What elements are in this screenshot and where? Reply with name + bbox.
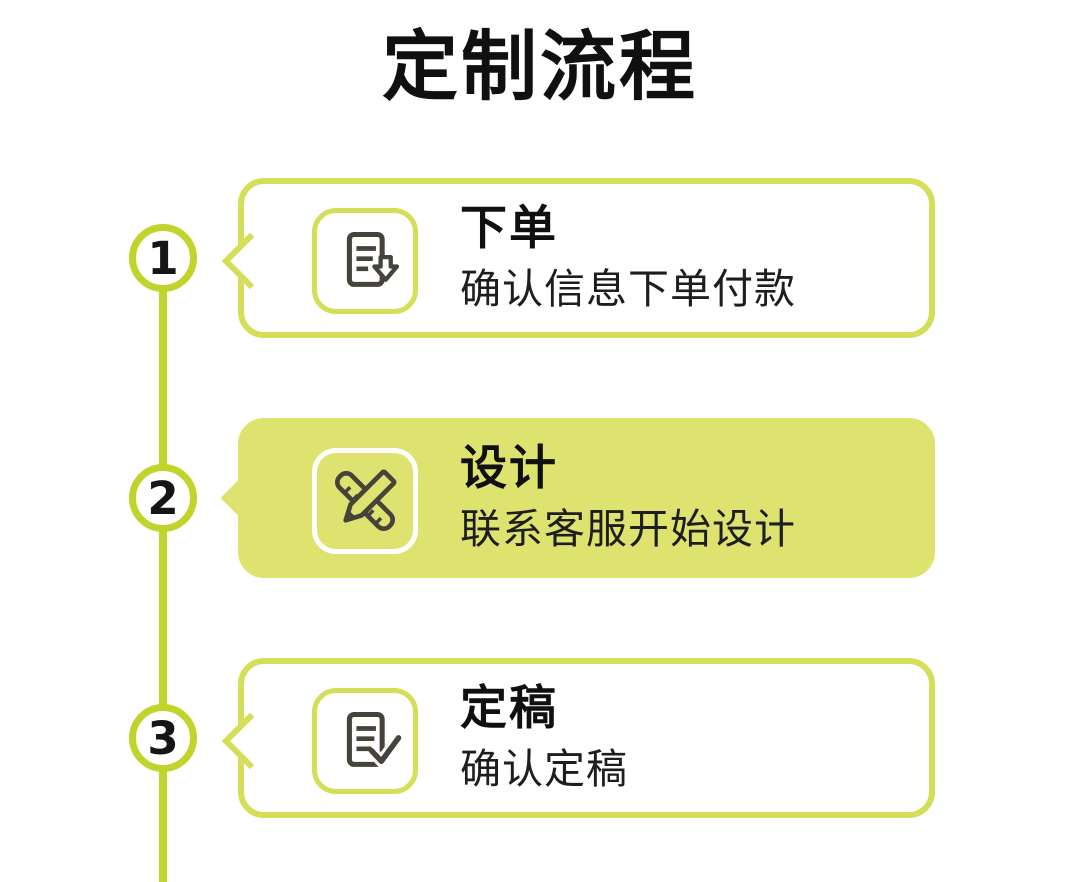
step-number: 2 (147, 471, 179, 525)
pencil-ruler-icon (312, 448, 418, 554)
card-title: 定稿 (460, 681, 558, 734)
card-subtitle: 确认定稿 (460, 746, 628, 793)
timeline-line (159, 258, 167, 882)
card-notch (221, 232, 279, 290)
step-card: 下单 确认信息下单付款 (221, 178, 935, 338)
step-number: 3 (147, 711, 179, 765)
card-texts: 下单 确认信息下单付款 (460, 203, 796, 311)
card-title: 下单 (460, 201, 558, 254)
card-texts: 定稿 确认定稿 (460, 683, 628, 791)
card-title: 设计 (460, 441, 558, 494)
document-check-icon (312, 688, 418, 794)
card-texts: 设计 联系客服开始设计 (460, 443, 796, 551)
step-number: 1 (147, 231, 179, 285)
step-row-1: 1 下单 确认信息下单付款 (0, 178, 1080, 338)
step-card: 定稿 确认定稿 (221, 658, 935, 818)
card-notch (220, 472, 272, 524)
card-subtitle: 联系客服开始设计 (460, 506, 796, 553)
step-number-badge: 2 (129, 464, 197, 532)
step-row-2: 2 设计 联系客服开始设计 (0, 418, 1080, 578)
step-number-badge: 3 (129, 704, 197, 772)
card-subtitle: 确认信息下单付款 (460, 266, 796, 313)
page-title: 定制流程 (382, 25, 698, 110)
card-notch (221, 712, 279, 770)
document-download-icon (312, 208, 418, 314)
step-row-3: 3 定稿 确认定稿 (0, 658, 1080, 818)
step-card-highlighted: 设计 联系客服开始设计 (220, 418, 935, 578)
step-number-badge: 1 (129, 224, 197, 292)
